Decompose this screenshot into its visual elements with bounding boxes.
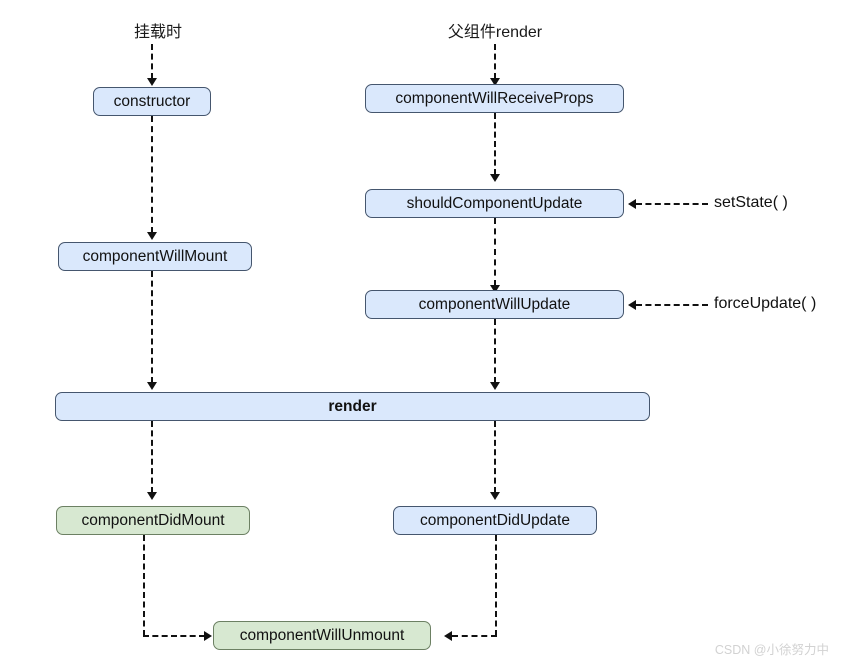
connector-update-entry [494,44,496,79]
node-component-did-update[interactable]: componentDidUpdate [393,506,597,535]
arrowhead-render-right [490,382,500,390]
node-component-will-mount[interactable]: componentWillMount [58,242,252,271]
connector-did-mount-to-unmount-horizontal [143,635,205,637]
connector-receive-props-to-should-update [494,113,496,175]
node-should-component-update[interactable]: shouldComponentUpdate [365,189,624,218]
updating-phase-caption: 父组件render [447,24,543,41]
arrowhead-did-update [490,492,500,500]
arrowhead-will-update [490,285,500,293]
node-component-will-receive-props[interactable]: componentWillReceiveProps [365,84,624,113]
connector-render-to-did-update [494,421,496,493]
watermark: CSDN @小徐努力中 [714,643,829,657]
arrowhead-should-update [490,174,500,182]
arrowhead-will-mount [147,232,157,240]
arrowhead-render-left [147,382,157,390]
connector-did-update-to-unmount-vertical [495,535,497,636]
connector-force-update [636,304,708,306]
connector-mount-entry [151,44,153,79]
arrowhead-set-state [628,199,636,209]
node-constructor[interactable]: constructor [93,87,211,116]
arrowhead-unmount-left [204,631,212,641]
connector-did-mount-to-unmount-vertical [143,535,145,636]
connector-render-to-did-mount [151,421,153,493]
connector-constructor-to-will-mount [151,116,153,233]
connector-will-mount-to-render [151,271,153,383]
node-component-will-update[interactable]: componentWillUpdate [365,290,624,319]
label-force-update: forceUpdate( ) [714,295,817,312]
node-component-will-unmount[interactable]: componentWillUnmount [213,621,431,650]
node-component-did-mount[interactable]: componentDidMount [56,506,250,535]
mounting-phase-caption: 挂载时 [133,24,182,41]
connector-will-update-to-render [494,319,496,383]
connector-set-state [636,203,708,205]
arrowhead-update-entry [490,78,500,86]
arrowhead-mount-entry [147,78,157,86]
node-render[interactable]: render [55,392,650,421]
arrowhead-force-update [628,300,636,310]
connector-should-update-to-will-update [494,218,496,286]
arrowhead-did-mount [147,492,157,500]
label-set-state: setState( ) [714,194,788,211]
arrowhead-unmount-right [444,631,452,641]
connector-did-update-to-unmount-horizontal [452,635,497,637]
